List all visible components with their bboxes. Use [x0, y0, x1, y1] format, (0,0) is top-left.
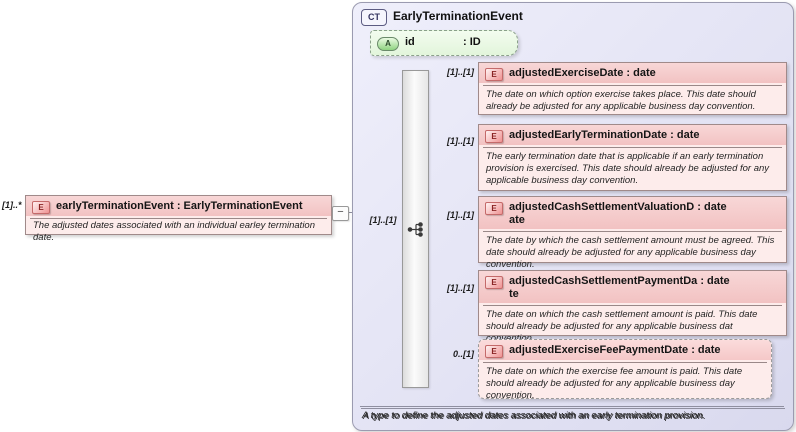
element-adjusted-exercise-fee-payment-date[interactable]: E adjustedExerciseFeePaymentDate : date … [478, 339, 772, 401]
collapse-toggle[interactable]: − [332, 206, 349, 221]
cardinality-sequence: [1]..[1] [369, 215, 397, 225]
element-adjusted-cash-settlement-payment-date[interactable]: E adjustedCashSettlementPaymentDa : date… [478, 270, 787, 344]
element-adjusted-cash-settlement-valuation-date[interactable]: E adjustedCashSettlementValuationD : dat… [478, 196, 787, 270]
element-badge-icon: E [485, 345, 503, 358]
element-annotation: The early termination date that is appli… [486, 151, 770, 187]
element-title: adjustedExerciseDate : date [509, 67, 656, 79]
cardinality-child-1: [1]..[1] [447, 67, 474, 77]
cardinality-child-5: 0..[1] [452, 349, 474, 359]
attribute-type: : ID [463, 36, 481, 48]
element-badge-icon: E [32, 201, 50, 214]
element-separator [483, 85, 782, 86]
element-title: adjustedEarlyTerminationDate : date [509, 129, 700, 141]
element-badge-icon: E [485, 130, 503, 143]
complex-type-separator [361, 408, 785, 409]
element-separator [483, 305, 782, 306]
element-title: earlyTerminationEvent : EarlyTermination… [56, 200, 303, 212]
cardinality-child-4: [1]..[1] [447, 283, 474, 293]
element-badge-icon: E [485, 276, 503, 289]
attribute-box-id[interactable]: A id : ID [370, 30, 518, 56]
complex-type-footer-line [360, 406, 784, 407]
attribute-badge: A [377, 37, 399, 51]
element-separator [483, 231, 782, 232]
cardinality-child-3: [1]..[1] [447, 210, 474, 220]
complex-type-title: EarlyTerminationEvent [393, 9, 523, 23]
complex-type-badge: CT [361, 9, 387, 26]
element-adjusted-exercise-date[interactable]: E adjustedExerciseDate : date The date o… [478, 62, 787, 115]
complex-type-annotation: A type to define the adjusted dates asso… [363, 411, 706, 422]
cardinality-child-2: [1]..[1] [447, 136, 474, 146]
element-early-termination-event[interactable]: E earlyTerminationEvent : EarlyTerminati… [25, 195, 332, 243]
element-badge-icon: E [485, 68, 503, 81]
element-annotation: The date on which the exercise fee amoun… [486, 366, 743, 402]
element-separator [483, 147, 782, 148]
element-annotation: The date on which the cash settlement am… [486, 309, 758, 344]
element-annotation: The adjusted dates associated with an in… [33, 220, 315, 244]
element-annotation: The date on which option exercise takes … [486, 89, 756, 113]
element-title: adjustedCashSettlementValuationD : date … [509, 201, 727, 226]
complex-type-footer-annotation: A type to define the adjusted dates asso… [362, 410, 705, 421]
element-separator [30, 218, 327, 219]
cardinality-source: [1]..* [2, 200, 22, 210]
element-adjusted-early-termination-date[interactable]: E adjustedEarlyTerminationDate : date Th… [478, 124, 787, 191]
element-separator [483, 362, 767, 363]
element-title: adjustedCashSettlementPaymentDa : date t… [509, 275, 730, 300]
element-annotation: The date by which the cash settlement am… [486, 235, 775, 271]
attribute-name: id [405, 36, 415, 48]
element-badge-icon: E [485, 202, 503, 215]
element-title: adjustedExerciseFeePaymentDate : date [509, 344, 721, 356]
sequence-group-bar[interactable] [402, 70, 429, 388]
sequence-icon [407, 222, 423, 237]
